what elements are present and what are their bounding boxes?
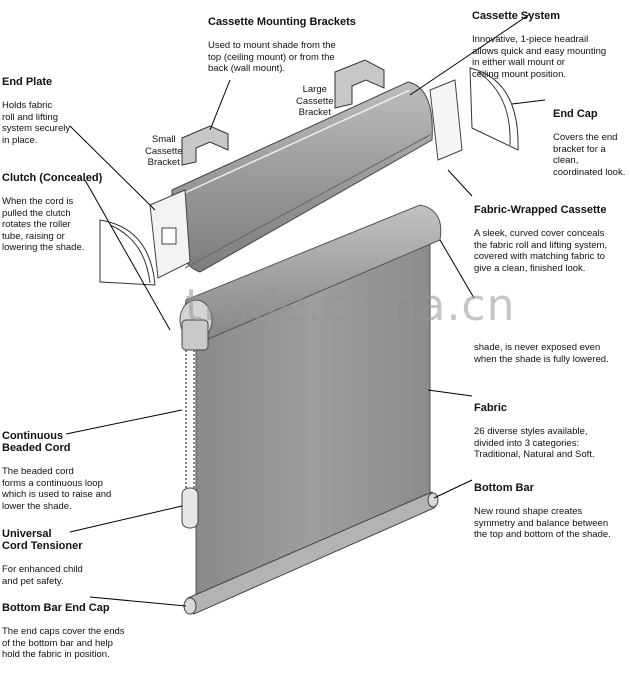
shade-illustration bbox=[65, 13, 546, 615]
clutch-body bbox=[181, 319, 209, 351]
callout-desc: Covers the end bracket for a clean, coor… bbox=[553, 132, 626, 178]
callout-fabric: Fabric 26 diverse styles available, divi… bbox=[474, 390, 595, 473]
callout-beaded-cord: Continuous Beaded Cord The beaded cord f… bbox=[2, 418, 111, 524]
callout-clutch: Clutch (Concealed) When the cord is pull… bbox=[2, 160, 102, 266]
callout-small-bracket: Small Cassette Bracket bbox=[145, 134, 183, 168]
watermark: trade.china.cn bbox=[185, 280, 516, 331]
small-bracket bbox=[181, 125, 229, 166]
leader-lines bbox=[65, 13, 546, 607]
callout-roller-text: shade, is never exposed even when the sh… bbox=[474, 330, 609, 377]
callout-title: Universal Cord Tensioner bbox=[2, 528, 83, 552]
callout-desc: A sleek, curved cover conceals the fabri… bbox=[474, 228, 608, 274]
callout-title: End Cap bbox=[553, 108, 598, 120]
callout-title: Fabric-Wrapped Cassette bbox=[474, 204, 607, 216]
callout-desc: shade, is never exposed even when the sh… bbox=[474, 342, 609, 365]
left-end-cap bbox=[99, 219, 156, 286]
callout-desc: The end caps cover the ends of the botto… bbox=[2, 626, 125, 660]
large-bracket bbox=[334, 59, 385, 109]
cord-tensioner bbox=[181, 487, 199, 529]
callout-title: Cassette Mounting Brackets bbox=[208, 16, 356, 28]
callout-title: Cassette System bbox=[472, 10, 561, 22]
callout-cassette-brackets: Cassette Mounting Brackets Used to mount… bbox=[208, 4, 356, 87]
callout-title: Bottom Bar End Cap bbox=[2, 602, 110, 614]
right-end-plate bbox=[429, 79, 463, 161]
callout-title: Clutch (Concealed) bbox=[2, 172, 103, 184]
callout-desc: New round shape creates symmetry and bal… bbox=[474, 506, 611, 540]
callout-title: Fabric bbox=[474, 402, 508, 414]
callout-title: Continuous Beaded Cord bbox=[2, 430, 71, 454]
callout-desc: When the cord is pulled the clutch rotat… bbox=[2, 196, 85, 253]
callout-desc: 26 diverse styles available, divided int… bbox=[474, 426, 595, 460]
callout-title: End Plate bbox=[2, 76, 53, 88]
callout-bottom-bar: Bottom Bar New round shape creates symme… bbox=[474, 470, 611, 553]
callout-fabric-cassette: Fabric-Wrapped Cassette A sleek, curved … bbox=[474, 192, 607, 286]
callout-tensioner: Universal Cord Tensioner For enhanced ch… bbox=[2, 516, 83, 599]
diagram-canvas: trade.china.cn Cassette Mounting Bracket… bbox=[2, 0, 630, 660]
callout-bottom-cap: Bottom Bar End Cap The end caps cover th… bbox=[2, 590, 125, 673]
callout-end-plate: End Plate Holds fabric roll and lifting … bbox=[2, 64, 70, 158]
callout-desc: Holds fabric roll and lifting system sec… bbox=[2, 100, 71, 146]
callout-desc: Used to mount shade from the top (ceilin… bbox=[208, 40, 336, 74]
callout-desc: The beaded cord forms a continuous loop … bbox=[2, 466, 112, 512]
callout-desc: For enhanced child and pet safety. bbox=[2, 564, 83, 587]
callout-cassette-system: Cassette System Innovative, 1-piece head… bbox=[472, 0, 606, 92]
callout-title: Bottom Bar bbox=[474, 482, 534, 494]
callout-desc: Innovative, 1-piece headrail allows quic… bbox=[472, 34, 607, 80]
right-end-cap bbox=[469, 67, 519, 151]
callout-end-cap: End Cap Covers the end bracket for a cle… bbox=[553, 96, 630, 190]
callout-large-bracket: Large Cassette Bracket bbox=[296, 84, 334, 118]
